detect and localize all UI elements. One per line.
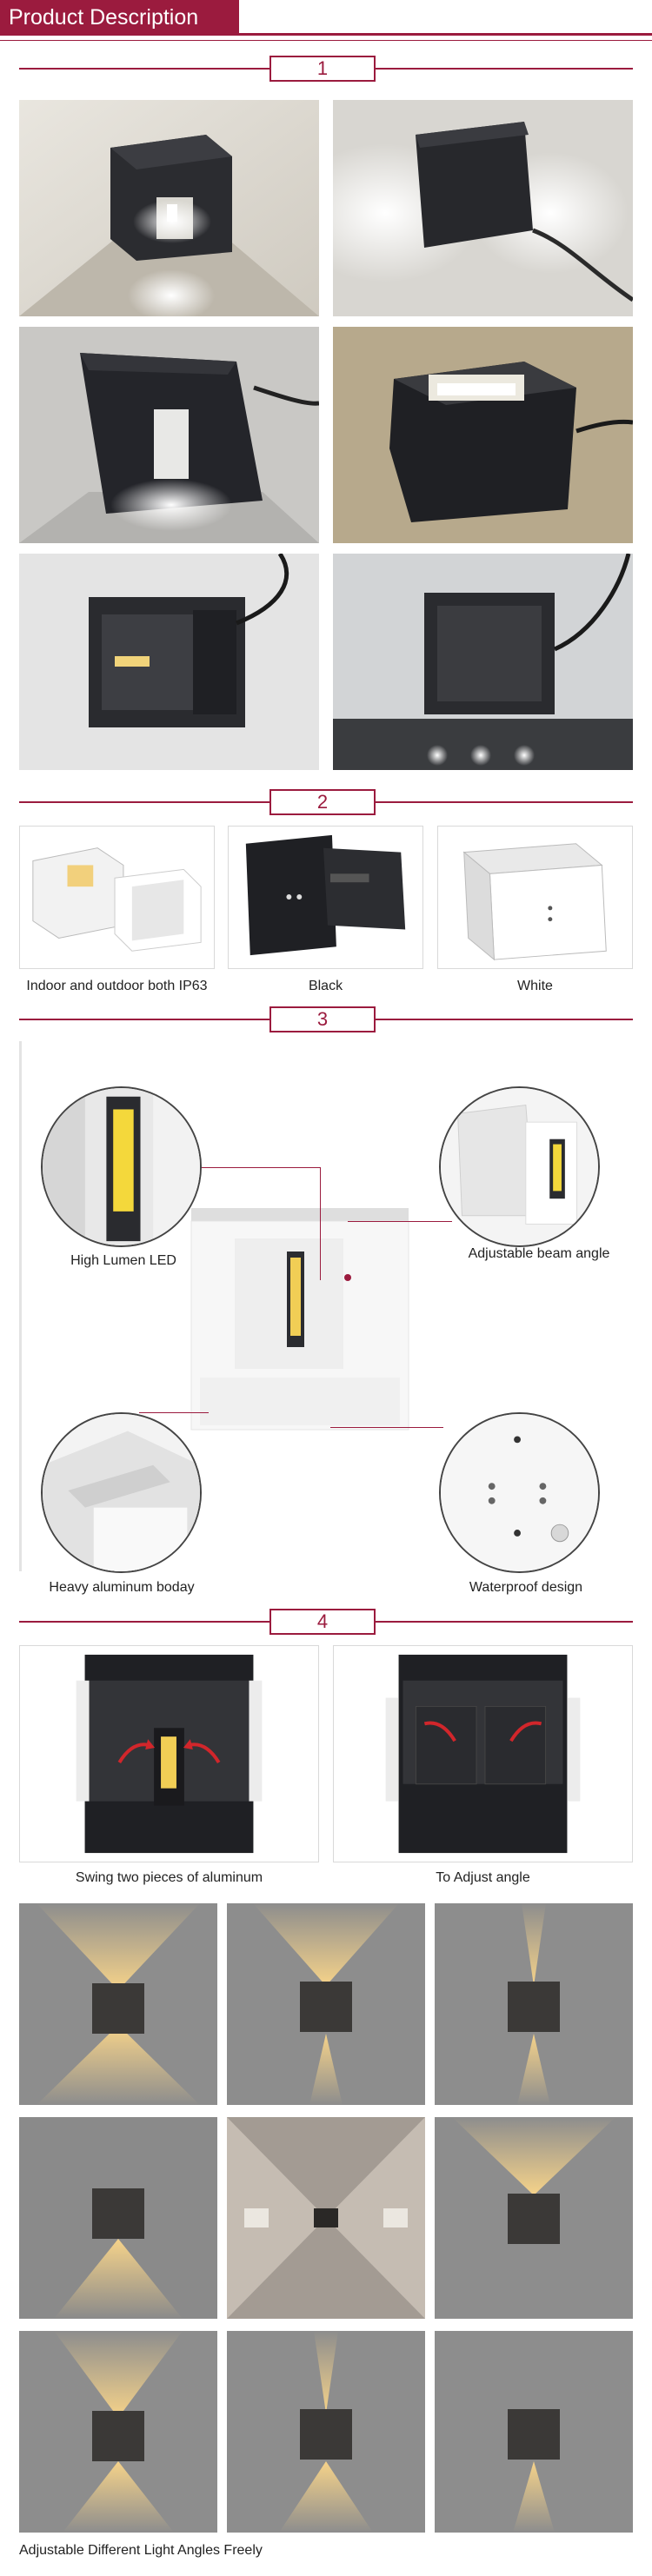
footer-caption: Adjustable Different Light Angles Freely [19, 2543, 263, 2558]
swing-aluminum-image [19, 1645, 319, 1862]
adjust-angle-image [333, 1645, 633, 1862]
lamp-photo-side-lit [333, 100, 633, 316]
lamp-photo-front-lit [19, 100, 319, 316]
zoom-high-lumen-led [41, 1086, 202, 1247]
variant-caption-black: Black [308, 979, 343, 993]
callout-line-led-vertical [320, 1167, 321, 1280]
zoom-waterproof-design [439, 1412, 600, 1573]
callout-line-body [139, 1412, 209, 1413]
header-rule [0, 33, 652, 36]
variant-white-image [437, 826, 633, 969]
section-1-label: 1 [269, 56, 376, 82]
section-2-label: 2 [269, 789, 376, 815]
callout-line-led [168, 1167, 321, 1168]
variant-black-image [228, 826, 423, 969]
section-4-label: 4 [269, 1609, 376, 1635]
header-rule-thin [0, 40, 652, 41]
white-lamp-main-image [183, 1204, 417, 1443]
callout-label-high-lumen: High Lumen LED [70, 1253, 176, 1268]
variant-indoor-outdoor-image [19, 826, 215, 969]
lamp-photo-bottom-lights [333, 554, 633, 770]
swing-caption: Swing two pieces of aluminum [75, 1870, 263, 1885]
product-description-header: Product Description [0, 0, 239, 35]
lamp-photo-inside [19, 554, 319, 770]
zoom-adjustable-beam-angle [439, 1086, 600, 1247]
callout-label-waterproof: Waterproof design [469, 1580, 583, 1595]
lamp-photo-angled [19, 327, 319, 543]
light-angle-grid [19, 1903, 633, 2538]
callout-label-aluminum-body: Heavy aluminum boday [49, 1580, 195, 1595]
variant-caption-white: White [517, 979, 553, 993]
variant-caption-indoor-outdoor: Indoor and outdoor both IP63 [26, 979, 208, 993]
callout-label-beam-angle: Adjustable beam angle [468, 1246, 610, 1261]
lamp-photo-top-view [333, 327, 633, 543]
callout-line-waterproof [330, 1427, 443, 1428]
adjust-caption: To Adjust angle [436, 1870, 530, 1885]
callout-line-beam [348, 1221, 452, 1222]
feature-panel-edge [19, 1041, 22, 1571]
zoom-heavy-aluminum-body [41, 1412, 202, 1573]
section-3-label: 3 [269, 1006, 376, 1032]
